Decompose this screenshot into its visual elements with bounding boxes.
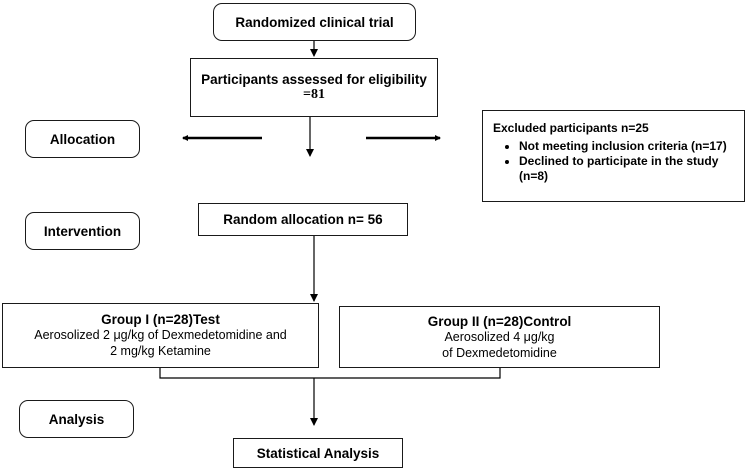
group1-line1: Aerosolized 2 μg/kg of Dexmedetomidine a… [34, 328, 287, 342]
excluded-list: Not meeting inclusion criteria (n=17) De… [493, 139, 736, 184]
group-bracket [159, 368, 501, 379]
statistical-analysis-label: Statistical Analysis [256, 445, 380, 461]
random-allocation-box: Random allocation n= 56 [198, 203, 408, 236]
stage-analysis: Analysis [19, 400, 134, 438]
randomized-trial-box: Randomized clinical trial [213, 3, 416, 41]
excluded-item: Declined to participate in the study (n=… [519, 154, 736, 184]
eligibility-line1: Participants assessed for eligibility [201, 72, 427, 87]
group2-box: Group II (n=28)Control Aerosolized 4 μg/… [339, 306, 660, 368]
random-allocation-label: Random allocation n= 56 [223, 212, 383, 227]
stage-analysis-label: Analysis [48, 411, 105, 427]
group1-title: Group I (n=28)Test [101, 312, 220, 327]
randomized-trial-label: Randomized clinical trial [235, 14, 394, 30]
excluded-title: Excluded participants n=25 [493, 121, 649, 135]
stage-intervention-label: Intervention [43, 223, 122, 239]
eligibility-box: Participants assessed for eligibility =8… [190, 58, 438, 117]
excluded-box: Excluded participants n=25 Not meeting i… [482, 110, 745, 202]
group1-line2: 2 mg/kg Ketamine [110, 344, 211, 358]
group2-line1: Aerosolized 4 μg/kg [444, 329, 555, 344]
stage-intervention: Intervention [25, 212, 140, 250]
stage-allocation-label: Allocation [49, 131, 116, 147]
stage-allocation: Allocation [25, 120, 140, 158]
excluded-item: Not meeting inclusion criteria (n=17) [519, 139, 736, 154]
statistical-analysis-box: Statistical Analysis [233, 438, 403, 468]
group1-box: Group I (n=28)Test Aerosolized 2 μg/kg o… [2, 303, 319, 368]
group2-line2: of Dexmedetomidine [442, 345, 557, 360]
group2-title: Group II (n=28)Control [427, 313, 572, 329]
eligibility-count: =81 [303, 87, 325, 102]
